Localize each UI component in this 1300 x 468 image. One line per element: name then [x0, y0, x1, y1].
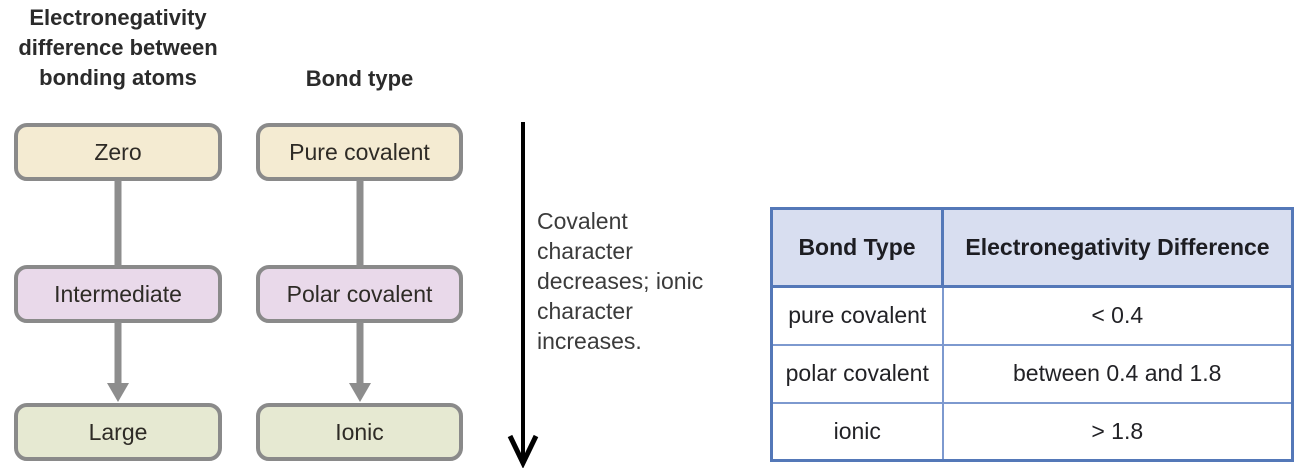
- down-arrowhead-icon: [349, 383, 371, 402]
- flow-box-label: Zero: [94, 138, 142, 165]
- flow-box-label: Polar covalent: [286, 280, 433, 307]
- cell-difference: between 0.4 and 1.8: [941, 343, 1294, 404]
- flow-box-pure-covalent: Pure covalent: [256, 123, 463, 181]
- bond-type-table: Bond Type Electronegativity Difference p…: [770, 207, 1294, 462]
- flow-box-label: Intermediate: [54, 280, 182, 307]
- table-header-electronegativity-difference: Electronegativity Difference: [941, 207, 1294, 288]
- bond-type-heading: Bond type: [305, 66, 414, 91]
- table-header-row: Bond Type Electronegativity Difference: [770, 207, 1294, 288]
- down-arrowhead-icon: [107, 383, 129, 402]
- flow-box-polar-covalent: Polar covalent: [256, 265, 463, 323]
- flow-box-label: Pure covalent: [289, 138, 430, 165]
- trend-arrowhead-icon: [507, 434, 539, 468]
- cell-difference: < 0.4: [941, 285, 1294, 346]
- flow-box-ionic: Ionic: [256, 403, 463, 461]
- table-row: ionic > 1.8: [770, 401, 1294, 462]
- table-row: pure covalent < 0.4: [770, 285, 1294, 346]
- flow-box-large: Large: [14, 403, 222, 461]
- cell-bond-type: pure covalent: [770, 285, 944, 346]
- cell-difference: > 1.8: [941, 401, 1294, 462]
- flow-box-zero: Zero: [14, 123, 222, 181]
- cell-bond-type: polar covalent: [770, 343, 944, 404]
- flow-box-intermediate: Intermediate: [14, 265, 222, 323]
- electronegativity-difference-heading: Electronegativity difference between bon…: [18, 5, 218, 90]
- flow-box-label: Large: [88, 418, 148, 445]
- table-row: polar covalent between 0.4 and 1.8: [770, 343, 1294, 404]
- trend-caption: Covalent character decreases; ionic char…: [537, 208, 704, 354]
- table-header-bond-type: Bond Type: [770, 207, 944, 288]
- cell-bond-type: ionic: [770, 401, 944, 462]
- flow-box-label: Ionic: [335, 418, 384, 445]
